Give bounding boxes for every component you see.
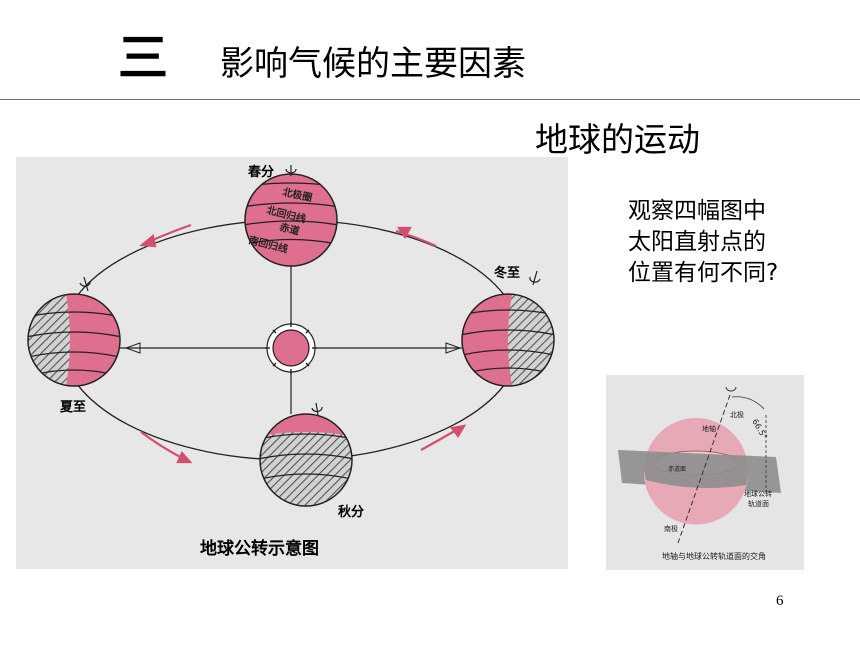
arrow-marker-left [124,342,141,354]
rotation-icon [725,386,737,392]
title-divider [0,99,860,100]
question-line-2: 太阳直射点的 [628,229,766,255]
orbit-plane [618,450,781,493]
page-number: 6 [776,593,784,609]
question-text: 观察四幅图中 太阳直射点的 位置有何不同? [628,196,838,289]
label-autumn-equinox: 秋分 [338,504,364,520]
globe-winter-solstice [461,270,555,387]
earth-axis-line [677,394,731,544]
label-spring-equinox: 春分 [247,164,274,180]
question-line-1: 观察四幅图中 [628,198,766,224]
globe-summer-solstice [27,276,121,387]
label-south-pole: 南极 [664,524,678,533]
label-summer-solstice: 夏至 [59,400,86,415]
angle-arc [731,396,765,410]
label-orbit-plane-line1: 地球公转 [744,489,772,498]
label-winter-solstice: 冬至 [494,265,520,281]
axis-tilt-diagram: 北极 66.5° 地轴 赤道面 地球公转 轨道面 南极 地轴与地球公转轨道面的交… [606,375,804,570]
slide-subtitle: 地球的运动 [535,120,700,159]
globe-lower-half [643,470,748,525]
section-number: 三 [118,29,170,87]
label-axis: 地轴 [702,424,716,433]
orbit-diagram: 北极圈 北回归线 赤道 南回归线 春分 夏至 [16,157,568,569]
question-line-3: 位置有何不同? [628,260,779,286]
axis-diagram-caption: 地轴与地球公转轨道面的交角 [662,551,766,561]
orbit-diagram-caption: 地球公转示意图 [200,538,319,559]
slide-title: 影响气候的主要因素 [220,44,526,84]
label-orbit-plane-line2: 轨道面 [748,499,769,508]
sun-icon [265,322,317,374]
label-north-pole: 北极 [730,410,744,419]
arrow-marker-right [445,342,462,354]
orbit-direction-arrows [139,223,467,464]
label-equator-plane: 赤道面 [668,465,686,473]
